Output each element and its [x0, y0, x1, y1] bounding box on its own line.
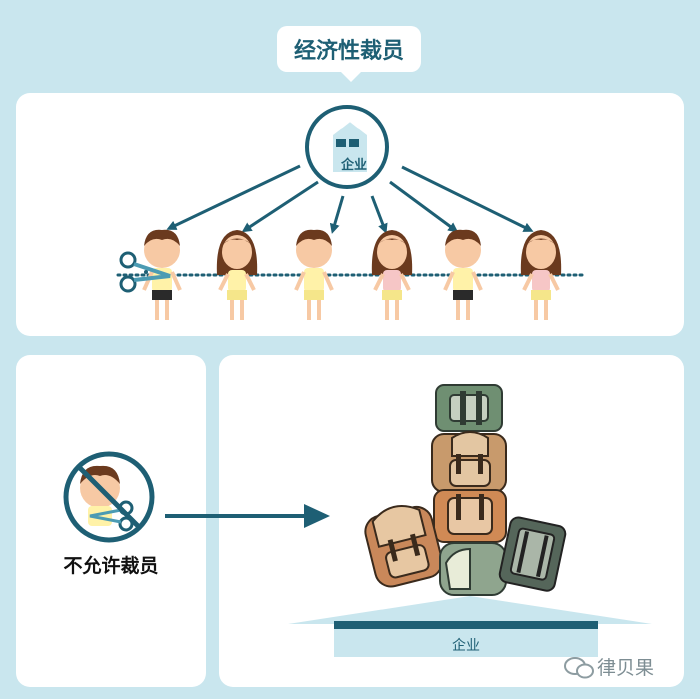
backpack-icon — [431, 431, 507, 493]
employee-boy-3 — [443, 229, 483, 320]
title-box: 经济性裁员 — [277, 26, 421, 72]
backpack-icon — [364, 505, 444, 588]
arrow-to-employee-3 — [329, 195, 345, 234]
backpack-icon — [435, 384, 503, 432]
arrow-icon — [165, 504, 330, 528]
employee-boy-2 — [294, 229, 334, 320]
page-title: 经济性裁员 — [293, 39, 404, 64]
backpack-pile — [364, 384, 567, 596]
watermark-text: 律贝果 — [597, 656, 655, 679]
prohibited-icon — [63, 451, 155, 543]
watermark: 律贝果 — [565, 653, 654, 679]
distribution-arrows — [166, 164, 534, 234]
arrow-to-employee-4 — [370, 195, 388, 234]
wechat-icon — [564, 657, 594, 679]
arrow-to-employee-6 — [401, 165, 534, 232]
title-pointer — [339, 70, 363, 82]
backpack-icon — [498, 516, 567, 592]
no-layoff-label: 不允许裁员 — [63, 555, 159, 577]
employee-girl-1 — [216, 230, 258, 320]
arrow-to-employee-5 — [389, 180, 459, 233]
backpack-icon — [433, 489, 507, 543]
employee-girl-3 — [520, 230, 562, 320]
backpack-icon — [439, 542, 507, 596]
employee-girl-2 — [371, 230, 413, 320]
arrow-to-employee-2 — [241, 180, 319, 233]
employee-figures — [142, 229, 562, 320]
scissors-icon — [119, 251, 171, 293]
enterprise-platform — [288, 596, 652, 657]
arrow-to-employee-1 — [166, 164, 301, 230]
employee-boy-1 — [142, 229, 182, 320]
enterprise-label: 企业 — [340, 158, 367, 173]
house-icon — [333, 119, 367, 172]
enterprise-base-label: 企业 — [452, 638, 480, 654]
